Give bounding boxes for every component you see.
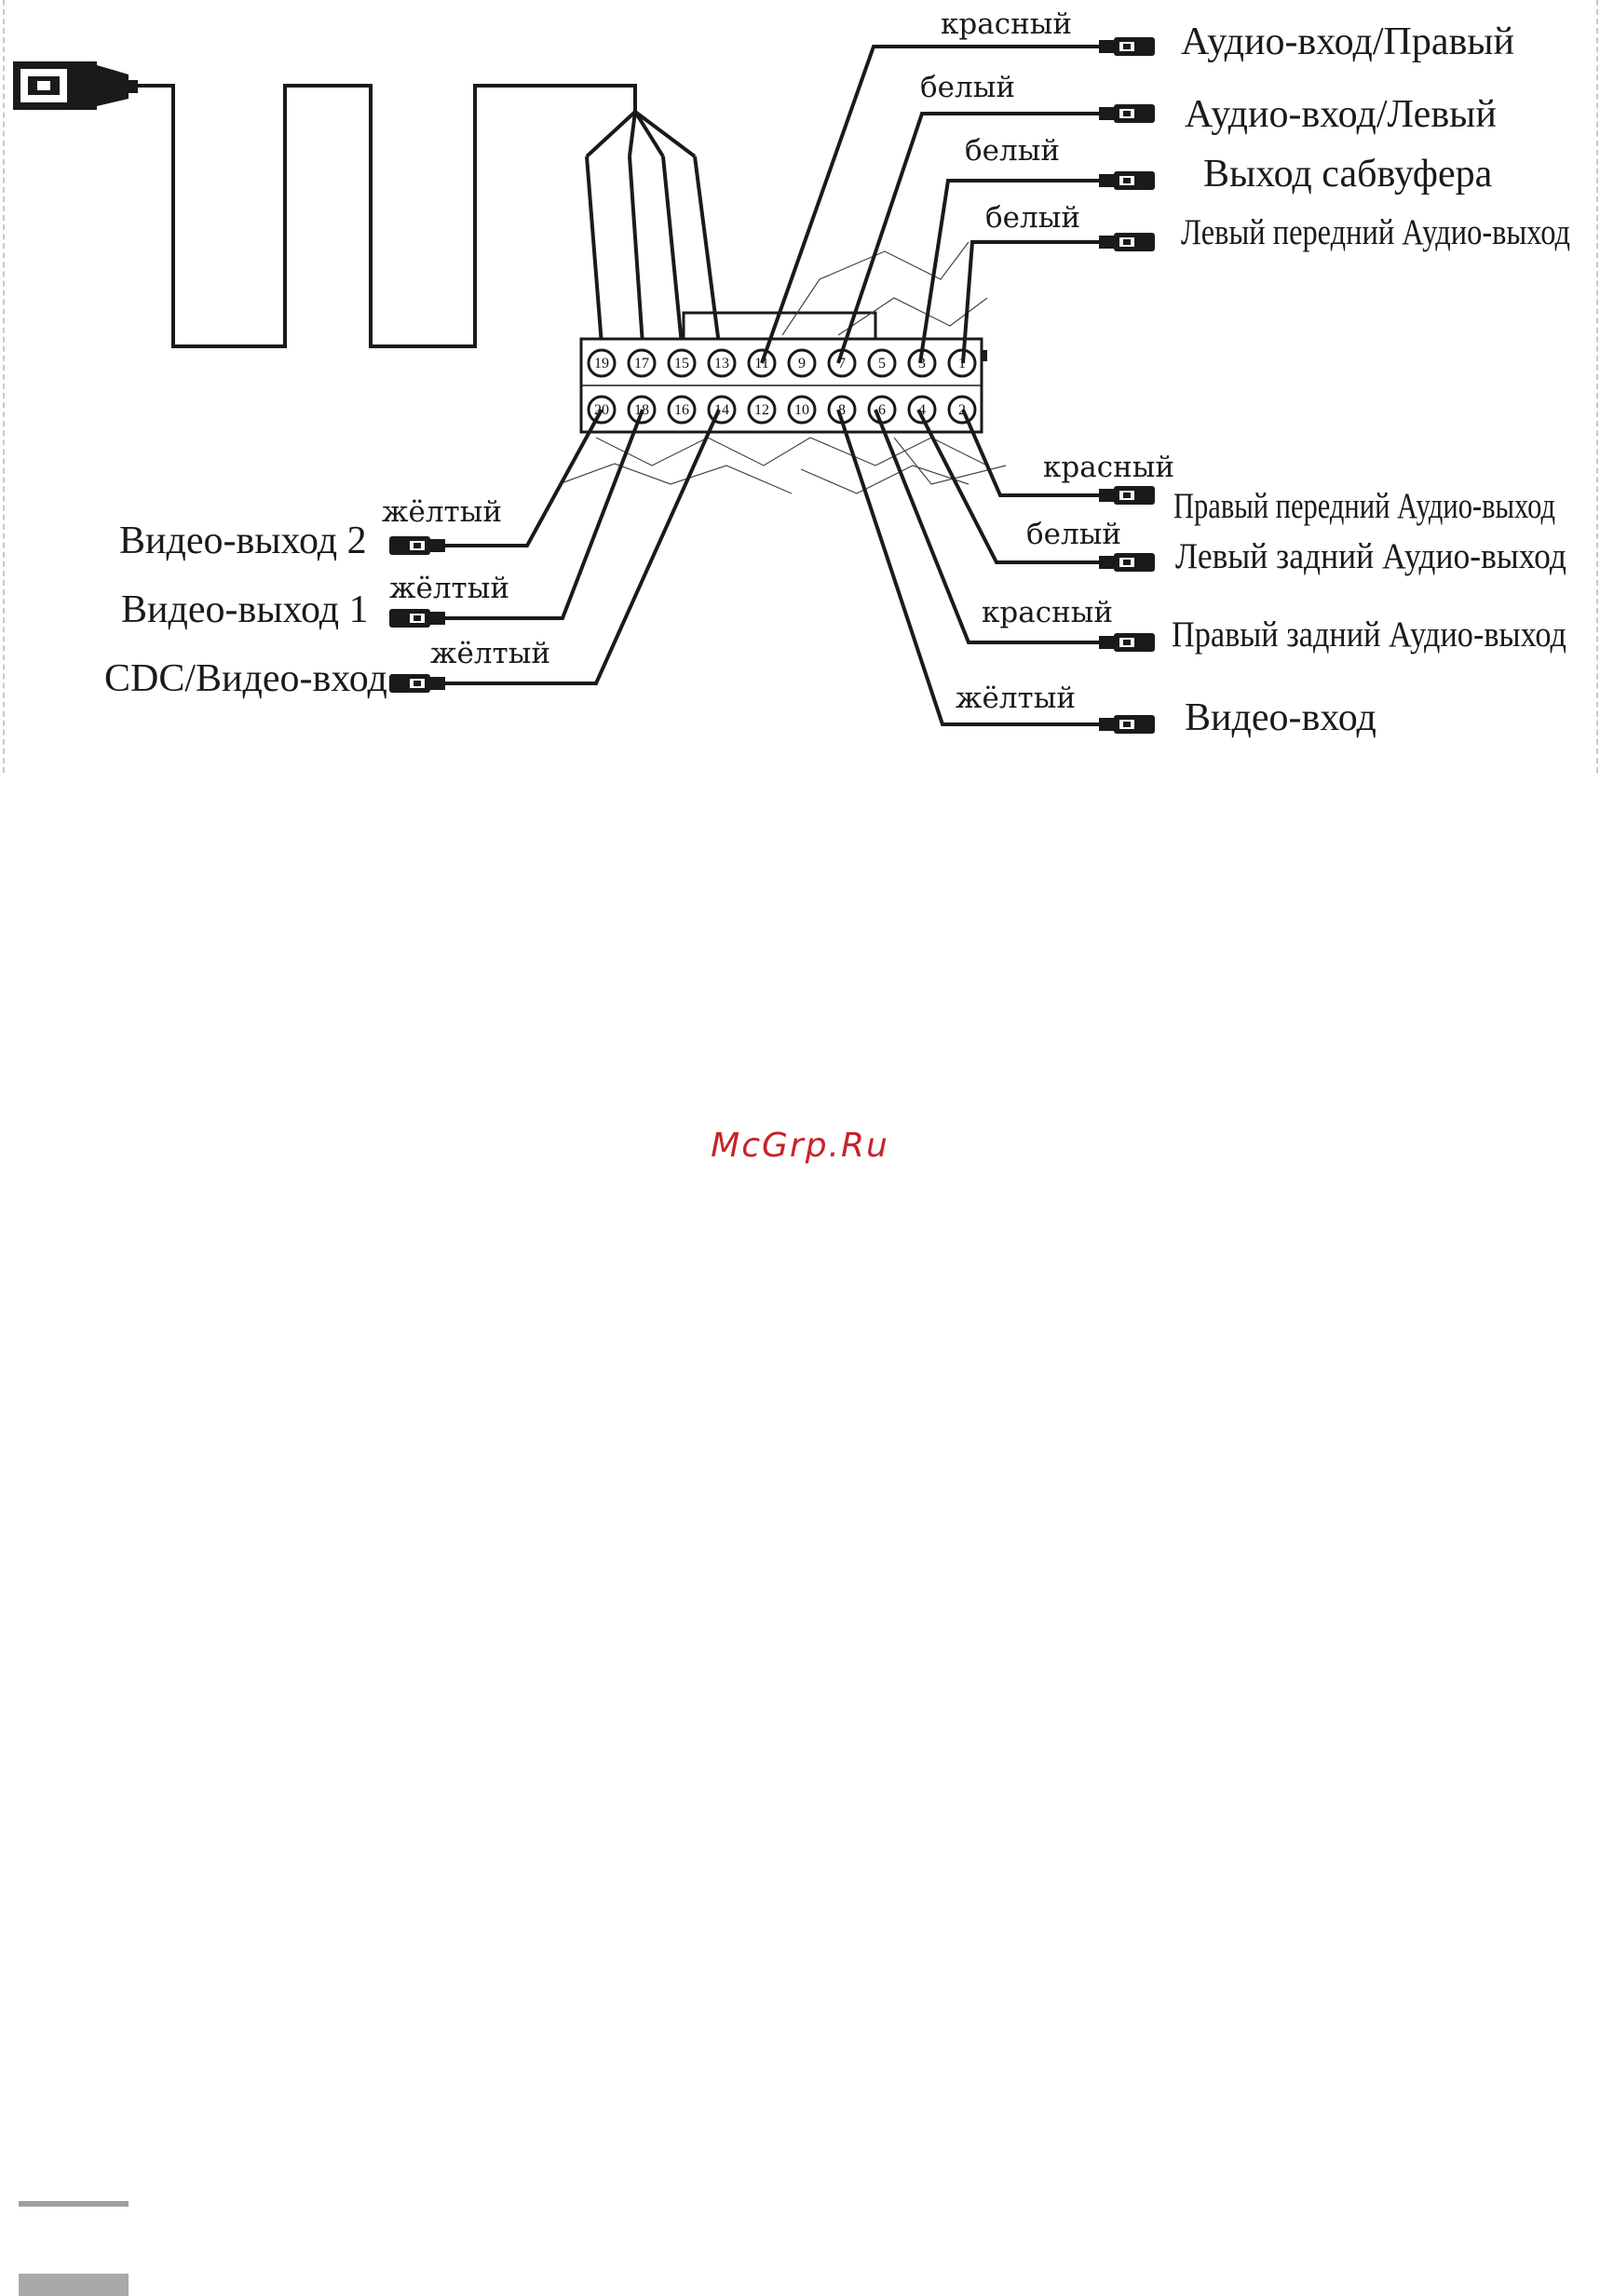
pin-number: 7 [838, 356, 846, 371]
cable-label: Выход сабвуфера [1203, 153, 1493, 196]
connector-pin: 5 [867, 348, 897, 378]
pin-number: 15 [674, 356, 689, 371]
connector-pin: 14 [707, 395, 737, 425]
cable-label: Правый передний Аудио-выход [1173, 486, 1555, 526]
connector-pin: 16 [667, 395, 697, 425]
rca-plug-icon [1099, 486, 1155, 505]
pin-number: 11 [754, 356, 768, 371]
connector-pin: 17 [627, 348, 657, 378]
color-label: белый [920, 71, 1015, 104]
pin-number: 13 [714, 356, 729, 371]
cable-label: Левый задний Аудио-выход [1175, 536, 1566, 576]
rca-plug-icon [1099, 633, 1155, 652]
connector-pin: 8 [827, 395, 857, 425]
rca-plug-icon [389, 536, 445, 555]
color-label: жёлтый [956, 682, 1076, 715]
connector-pin: 4 [907, 395, 937, 425]
watermark: McGrp.Ru [711, 1127, 889, 1165]
connector-pin: 9 [787, 348, 817, 378]
connector-pin: 1 [947, 348, 977, 378]
rca-plug-icon [1099, 553, 1155, 572]
connector-pin: 2 [947, 395, 977, 425]
pin-number: 8 [838, 402, 846, 418]
frame-border-right [1596, 0, 1598, 773]
rca-plug-icon [389, 674, 445, 693]
cable-label: Аудио-вход/Левый [1185, 93, 1497, 136]
pin-number: 16 [674, 402, 689, 418]
cable-label: Видео-вход [1185, 696, 1376, 739]
color-label: жёлтый [382, 495, 502, 529]
pin-number: 3 [918, 356, 926, 371]
connector-pin: 15 [667, 348, 697, 378]
footer-page-tab [19, 2274, 129, 2296]
pin-number: 17 [634, 356, 649, 371]
cable-label: CDC/Видео-вход [104, 657, 387, 700]
pin-number: 4 [918, 402, 926, 418]
rca-plug-icon [389, 609, 445, 628]
connector-pin: 6 [867, 395, 897, 425]
color-label: жёлтый [430, 637, 550, 670]
pin-number: 10 [794, 402, 809, 418]
rca-plug-icon [1099, 37, 1155, 56]
pin-number: 12 [754, 402, 769, 418]
cable-label: Видео-выход 2 [119, 520, 367, 562]
frame-border-left [3, 0, 5, 773]
cable-label: Левый передний Аудио-выход [1181, 212, 1570, 252]
rca-plug-icon [1099, 104, 1155, 123]
rca-plug-icon [1099, 233, 1155, 251]
right-labels: красный Аудио-вход/Правый белый Аудио-вх… [920, 7, 1570, 739]
cable-label: Правый задний Аудио-выход [1172, 615, 1566, 655]
color-label: красный [982, 596, 1113, 629]
color-label: белый [985, 201, 1080, 235]
rca-plug-icon [1099, 171, 1155, 190]
left-labels: жёлтый Видео-выход 2 жёлтый Видео-выход … [104, 495, 550, 700]
main-cable [138, 84, 721, 348]
color-label: белый [1026, 518, 1121, 551]
cable-lines [419, 45, 1099, 726]
main-plug-icon [13, 61, 138, 110]
color-label: красный [941, 7, 1072, 41]
connector-pin: 10 [787, 395, 817, 425]
connector-pin: 12 [747, 395, 777, 425]
color-label: красный [1043, 451, 1174, 484]
connector-pin: 11 [747, 348, 777, 378]
pin-number: 9 [798, 356, 806, 371]
cable-label: Аудио-вход/Правый [1181, 20, 1514, 63]
footer-rule [19, 2201, 129, 2207]
connector-pin: 19 [587, 348, 617, 378]
pin-number: 19 [594, 356, 609, 371]
connector-pin: 13 [707, 348, 737, 378]
pin-number: 5 [878, 356, 886, 371]
pin-number: 6 [878, 402, 886, 418]
color-label: белый [965, 134, 1060, 168]
pin-number: 1 [958, 356, 966, 371]
cable-label: Видео-выход 1 [121, 588, 369, 631]
color-label: жёлтый [389, 572, 509, 605]
rca-plug-icon [1099, 715, 1155, 734]
